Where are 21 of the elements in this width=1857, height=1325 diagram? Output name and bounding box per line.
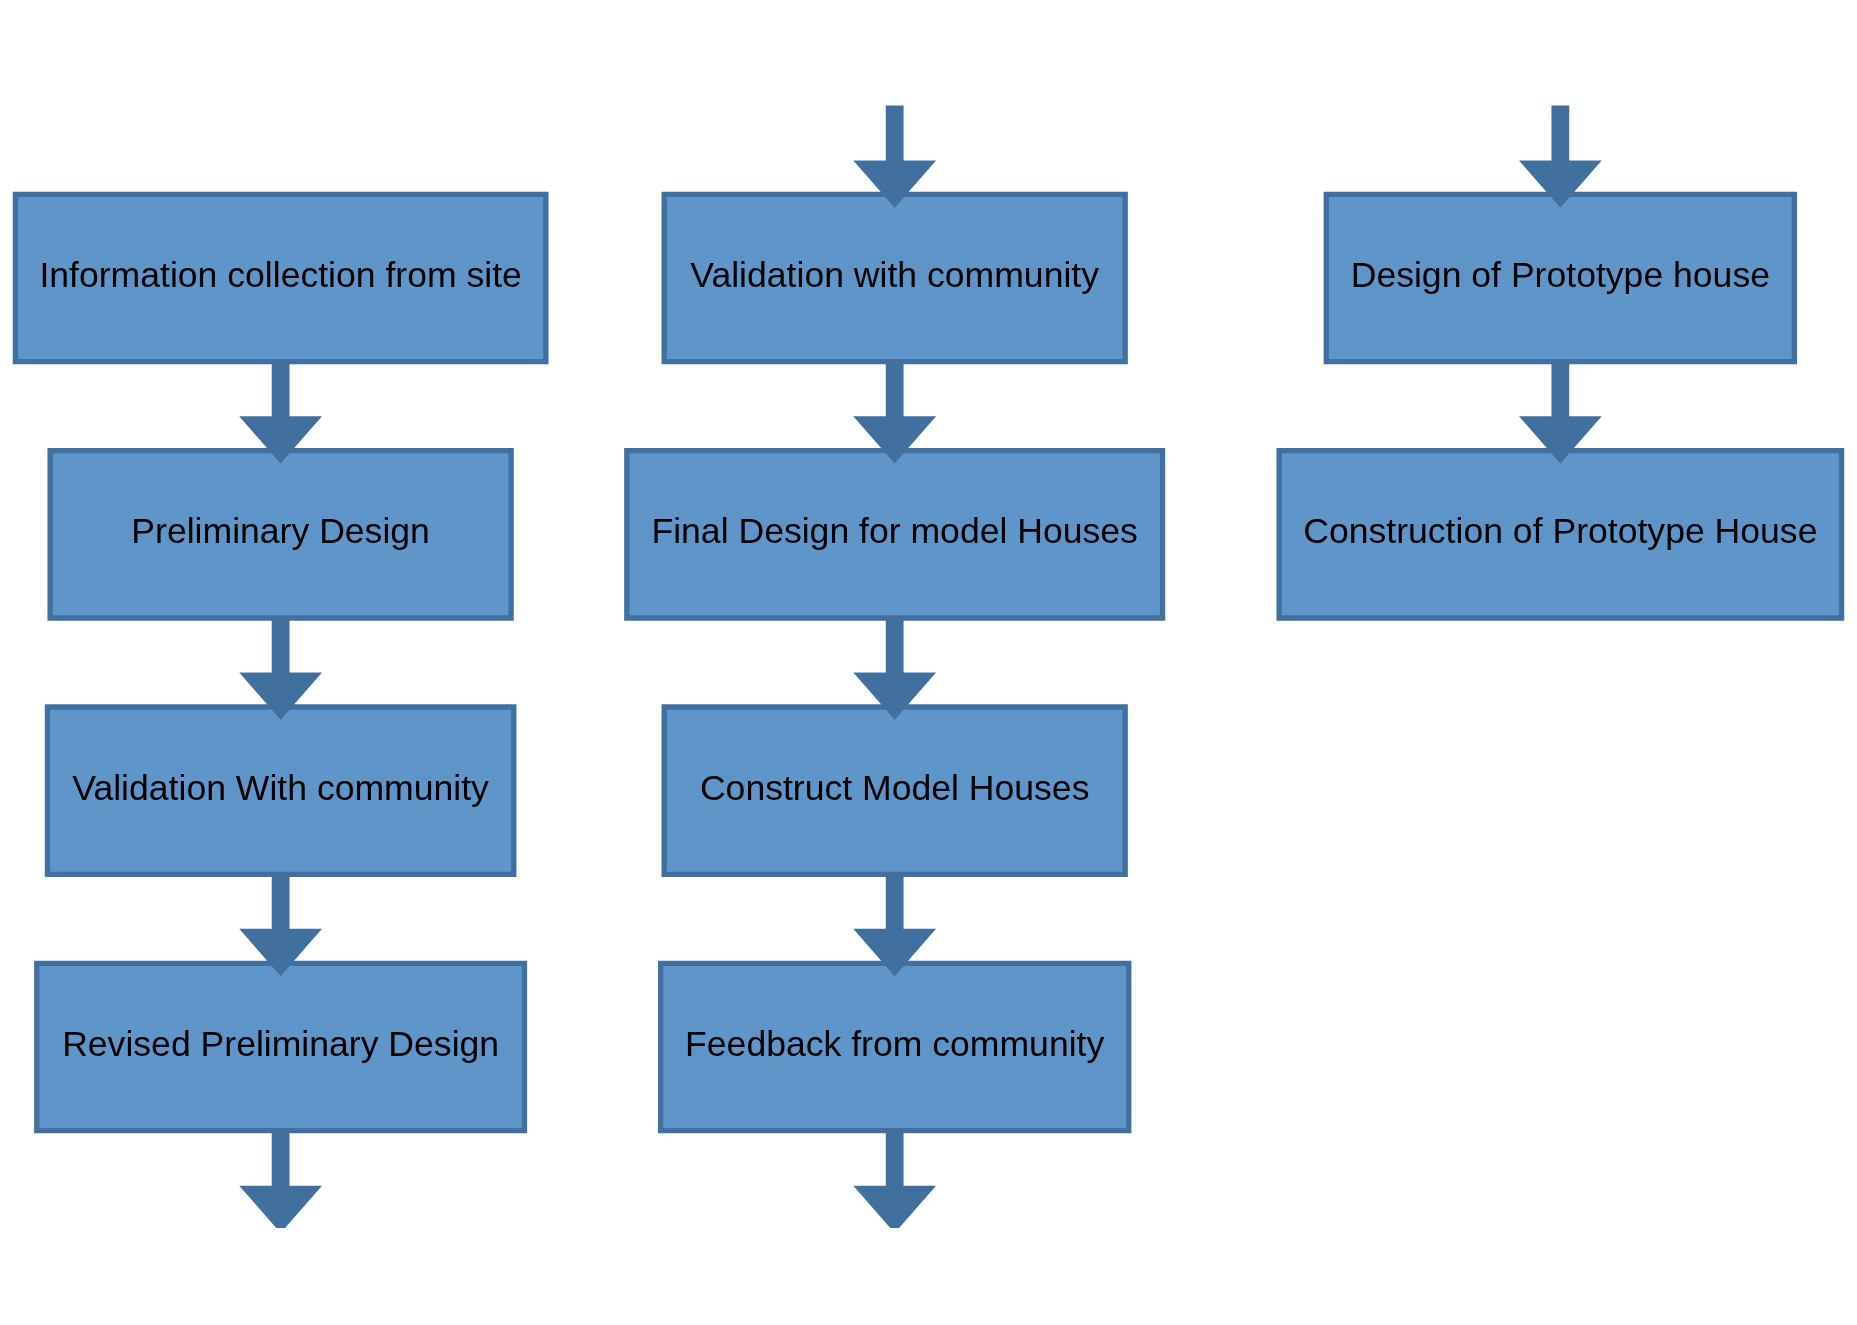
node-box: Feedback from community: [657, 960, 1132, 1134]
arrow: [239, 1130, 323, 1228]
node-box: Construct Model Houses: [661, 704, 1128, 877]
node-box: Construction of Prototype House: [1276, 448, 1845, 621]
node-box: Design of Prototype house: [1323, 191, 1798, 365]
node-box: Validation With community: [44, 704, 517, 877]
arrow: [239, 361, 323, 464]
arrow: [1518, 361, 1602, 464]
node-box: Information collection from site: [12, 191, 549, 365]
arrow: [1518, 105, 1602, 208]
node-box: Revised Preliminary Design: [34, 960, 528, 1134]
node-box: Preliminary Design: [47, 448, 514, 621]
node-box: Final Design for model Houses: [624, 448, 1166, 621]
arrow: [239, 874, 323, 977]
arrow: [239, 618, 323, 720]
arrow: [853, 1130, 937, 1228]
node-box: Validation with community: [661, 191, 1128, 365]
arrow: [853, 361, 937, 464]
arrow: [853, 105, 937, 208]
arrow: [853, 874, 937, 977]
arrow: [853, 618, 937, 720]
